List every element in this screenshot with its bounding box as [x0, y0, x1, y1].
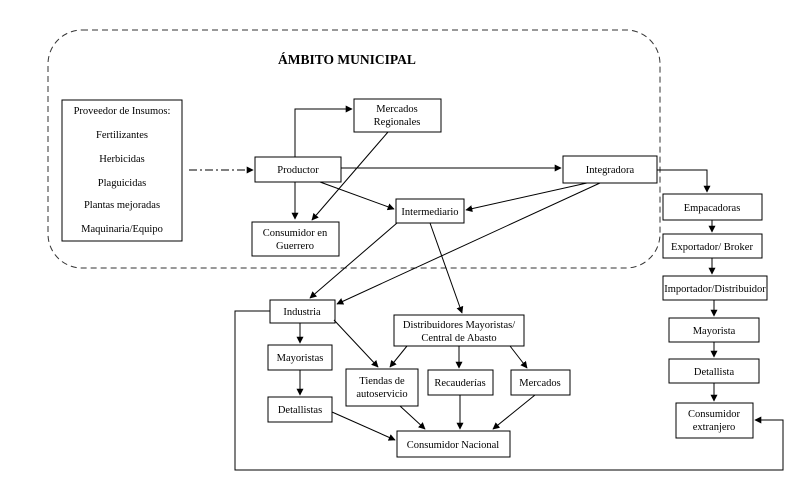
node-label: Integradora: [586, 165, 635, 176]
node-label: Exportador/ Broker: [671, 242, 753, 253]
region-title: ÁMBITO MUNICIPAL: [278, 52, 416, 67]
edge-mercados-to-consumidor-nacional: [492, 394, 536, 430]
node-mercados: Mercados: [510, 369, 571, 396]
node-label: Distribuidores Mayoristas/: [403, 320, 515, 331]
node-consumidor-guerrero: Consumidor en Guerrero: [251, 221, 340, 257]
node-label: Regionales: [374, 117, 421, 128]
node-label: Detallista: [694, 367, 735, 378]
node-label: Guerrero: [276, 241, 314, 252]
node-detallistas: Detallistas: [267, 396, 333, 423]
node-importador-distribuidor: Importador/Distribuidor: [662, 275, 768, 301]
node-label: Productor: [277, 165, 319, 176]
municipal-region-boundary: [47, 29, 661, 269]
node-consumidor-nacional: Consumidor Nacional: [396, 430, 511, 458]
node-label: Consumidor: [688, 409, 740, 420]
node-label: Importador/Distribuidor: [664, 284, 766, 295]
edge-detallistas-to-consumidor-nacional: [331, 411, 396, 441]
proveedor-item: Herbicidas: [99, 154, 144, 165]
node-label: Mercados: [376, 104, 417, 115]
edge-tiendas-to-consumidor-nacional: [399, 405, 426, 430]
edge-integradora-to-intermediario: [465, 182, 588, 213]
node-label: Empacadoras: [684, 203, 741, 214]
edge-distribuidores-to-tiendas: [389, 345, 408, 368]
edge-mercados-regionales-to-consumidor-guerrero: [311, 131, 389, 221]
node-exportador-broker: Exportador/ Broker: [662, 233, 763, 259]
edge-intermediario-to-industria: [309, 222, 398, 299]
node-integradora: Integradora: [562, 155, 658, 184]
node-mercados-regionales: Mercados Regionales: [353, 98, 442, 133]
proveedor-item: Maquinaria/Equipo: [81, 224, 163, 235]
edge-industria-to-consumidor-extranjero: [234, 310, 784, 471]
proveedor-item: Plantas mejoradas: [84, 200, 160, 211]
node-empacadoras: Empacadoras: [662, 193, 763, 221]
node-consumidor-extranjero: Consumidor extranjero: [675, 402, 754, 439]
edge-integradora-to-industria: [336, 182, 601, 305]
node-recauderias: Recauderías: [427, 369, 494, 396]
node-label: autoservicio: [356, 389, 407, 400]
proveedor-header: Proveedor de Insumos:: [74, 106, 171, 117]
node-label: Mayoristas: [277, 353, 324, 364]
node-label: Recauderías: [434, 378, 485, 389]
edge-productor-to-intermediario: [319, 181, 395, 211]
node-label: Intermediario: [401, 207, 458, 218]
node-label: extranjero: [693, 422, 736, 433]
node-label: Detallistas: [278, 405, 322, 416]
node-industria: Industria: [269, 299, 336, 324]
node-intermediario: Intermediario: [395, 198, 465, 224]
edge-integradora-to-empacadoras: [657, 169, 711, 193]
node-label: Consumidor en: [263, 228, 328, 239]
node-label: Central de Abasto: [421, 333, 496, 344]
node-detallista: Detallista: [668, 358, 760, 384]
node-tiendas-autoservicio: Tiendas de autoservicio: [345, 368, 419, 407]
node-label: Tiendas de: [359, 376, 405, 387]
edge-intermediario-to-distribuidores: [429, 222, 464, 314]
node-label: Industria: [283, 307, 321, 318]
edge-productor-to-mercados-regionales: [294, 105, 353, 157]
node-productor: Productor: [254, 156, 342, 183]
edge-industria-to-tiendas: [333, 319, 379, 368]
proveedor-item: Fertilizantes: [96, 130, 148, 141]
proveedor-item: Plaguicidas: [98, 178, 146, 189]
node-distribuidores-mayoristas: Distribuidores Mayoristas/ Central de Ab…: [393, 314, 525, 347]
node-mayorista: Mayorista: [668, 317, 760, 343]
node-label: Mayorista: [693, 326, 736, 337]
node-label: Consumidor Nacional: [407, 440, 500, 451]
node-mayoristas: Mayoristas: [267, 344, 333, 371]
node-proveedor-de-insumos: Proveedor de Insumos: Fertilizantes Herb…: [61, 99, 183, 242]
node-label: Mercados: [519, 378, 560, 389]
edge-distribuidores-to-mercados: [509, 345, 528, 369]
